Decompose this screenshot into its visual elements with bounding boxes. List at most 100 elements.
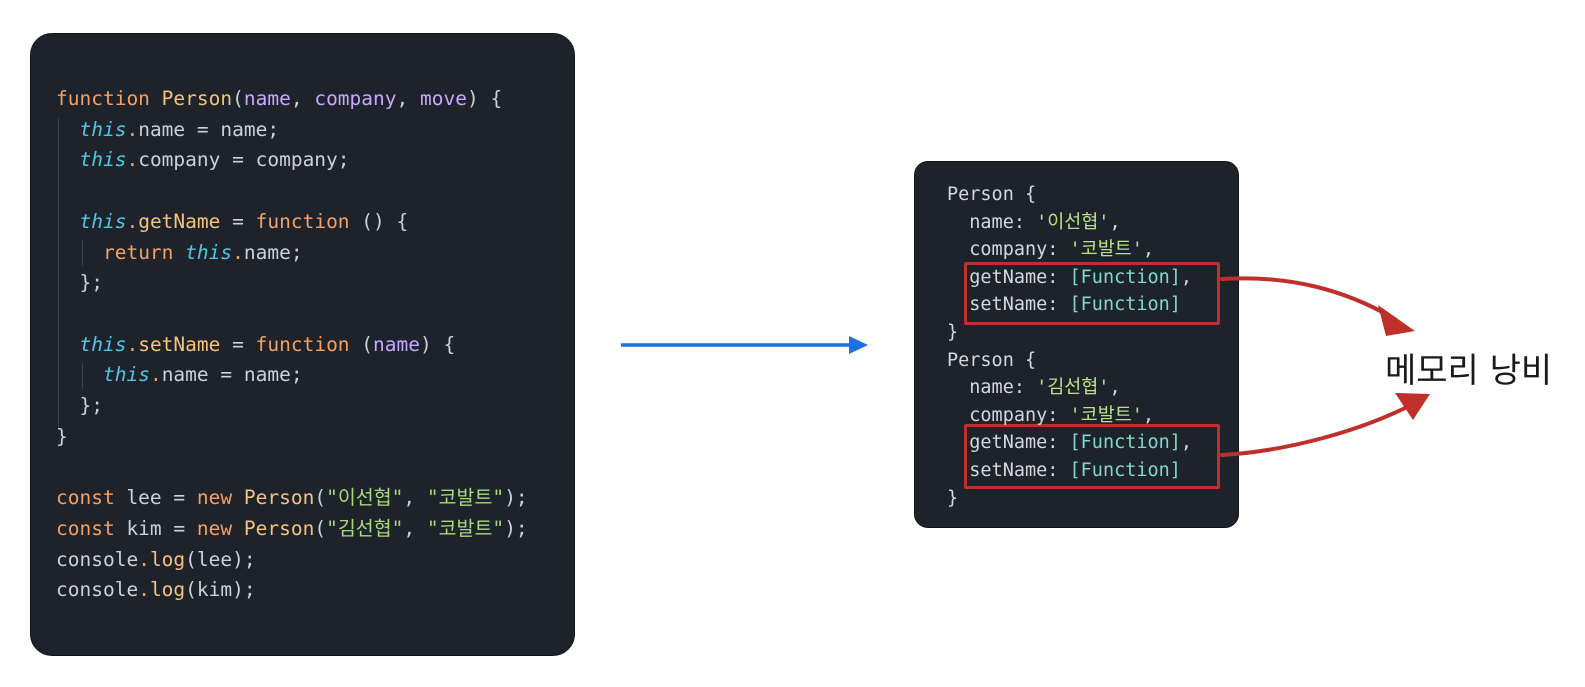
code-token: . <box>232 240 244 264</box>
code-token: name = name; <box>138 117 280 141</box>
code-token: name; <box>243 240 303 264</box>
code-line: console.log(lee); <box>56 547 256 573</box>
code-token: ) { <box>420 332 456 356</box>
memory-arrow-bottom <box>1220 406 1407 457</box>
code-line: return this.name; <box>56 240 303 266</box>
code-token: kim = <box>114 516 197 540</box>
output-line: name: '김선협', <box>947 375 1121 401</box>
code-token: }; <box>56 394 103 417</box>
code-line: console.log(kim); <box>56 577 256 603</box>
output-token: getName: <box>947 266 1070 288</box>
code-token: ); <box>504 486 528 510</box>
code-line: this.getName = function () { <box>56 209 408 235</box>
highlight-box-lee-methods <box>964 262 1220 325</box>
code-token: function <box>56 87 150 110</box>
output-token: Person { <box>947 349 1037 371</box>
output-token: company: <box>947 239 1070 261</box>
code-line: }; <box>56 393 103 419</box>
code-token: = <box>220 332 256 356</box>
code-line: function Person(name, company, move) { <box>56 86 502 112</box>
code-token: function <box>255 209 350 233</box>
output-token: name: <box>947 211 1037 233</box>
code-token: this <box>79 209 127 233</box>
output-line: company: '코발트', <box>947 237 1154 263</box>
code-token: (lee); <box>185 547 256 571</box>
output-token: '이선협' <box>1036 211 1110 233</box>
code-panel: function Person(name, company, move) { t… <box>30 33 575 656</box>
code-token: , <box>403 516 427 540</box>
code-token: Person <box>243 516 315 540</box>
code-token: this <box>102 363 150 387</box>
memory-arrow-top <box>1220 276 1395 320</box>
code-token: move <box>420 87 467 110</box>
indent-guide <box>82 240 83 266</box>
code-token: . <box>126 209 139 233</box>
code-token: log <box>149 578 186 602</box>
code-token: name = name; <box>161 363 303 387</box>
code-token: name <box>373 332 420 356</box>
output-token: setName: <box>947 460 1070 481</box>
code-token: , <box>396 87 420 110</box>
output-line: Person { <box>947 348 1036 374</box>
code-token: "코발트" <box>426 516 505 540</box>
output-line: getName: [Function], <box>947 265 1192 291</box>
output-token: '코발트' <box>1069 239 1143 261</box>
code-token: . <box>126 332 139 356</box>
indent-guide <box>58 118 59 430</box>
code-token: const <box>56 486 115 510</box>
code-token: Person <box>243 486 315 510</box>
output-line: setName: [Function] <box>947 458 1181 484</box>
output-token: [Function] <box>1069 432 1181 454</box>
output-line: getName: [Function], <box>947 430 1192 456</box>
output-token: } <box>947 322 959 343</box>
indent-guide <box>82 363 83 389</box>
output-token: '김선협' <box>1036 377 1110 399</box>
code-token: ( <box>314 516 327 540</box>
code-token: getName <box>138 209 221 233</box>
code-line: this.name = name; <box>56 362 303 388</box>
code-token: lee = <box>114 486 197 510</box>
memory-waste-label: 메모리 낭비 <box>1385 351 1553 391</box>
code-token: company = company; <box>138 148 350 172</box>
output-token: name: <box>947 377 1037 399</box>
code-token: setName <box>138 332 221 356</box>
output-token: , <box>1180 432 1193 454</box>
highlight-box-kim-methods <box>964 424 1220 489</box>
code-token: . <box>126 117 139 141</box>
code-token: = <box>220 209 256 233</box>
code-token: this <box>79 148 127 172</box>
code-token: ); <box>504 516 528 540</box>
code-token: . <box>149 363 162 387</box>
output-token: , <box>1142 239 1155 261</box>
code-token: Person <box>161 87 233 110</box>
code-token: console <box>56 547 139 571</box>
output-token: '코발트' <box>1069 404 1143 426</box>
output-token: Person { <box>947 184 1037 205</box>
code-line: this.company = company; <box>56 147 350 173</box>
code-line: } <box>56 424 68 450</box>
code-token: }; <box>56 271 103 295</box>
code-token: , <box>290 87 315 110</box>
memory-arrow-bottom-head <box>1395 393 1430 420</box>
code-token: return <box>102 240 174 264</box>
output-token: , <box>1180 266 1193 288</box>
code-token: this <box>79 332 127 356</box>
output-token: , <box>1109 377 1121 399</box>
output-token: setName: <box>947 294 1070 316</box>
code-token: (kim); <box>185 578 256 602</box>
code-line: const lee = new Person("이선협", "코발트"); <box>56 485 528 511</box>
code-line: const kim = new Person("김선협", "코발트"); <box>56 516 528 542</box>
flow-arrow-head <box>849 336 868 354</box>
code-line: this.setName = function (name) { <box>56 332 455 358</box>
output-line: name: '이선협', <box>947 210 1120 236</box>
code-token: "김선협" <box>326 516 404 540</box>
code-token: . <box>126 148 139 172</box>
output-line: } <box>947 486 958 512</box>
code-line: this.name = name; <box>56 117 279 143</box>
output-line: Person { <box>947 182 1036 208</box>
output-line: company: '코발트', <box>947 403 1154 429</box>
code-token: const <box>56 516 115 540</box>
output-token: getName: <box>947 432 1070 454</box>
output-token: , <box>1142 404 1155 426</box>
